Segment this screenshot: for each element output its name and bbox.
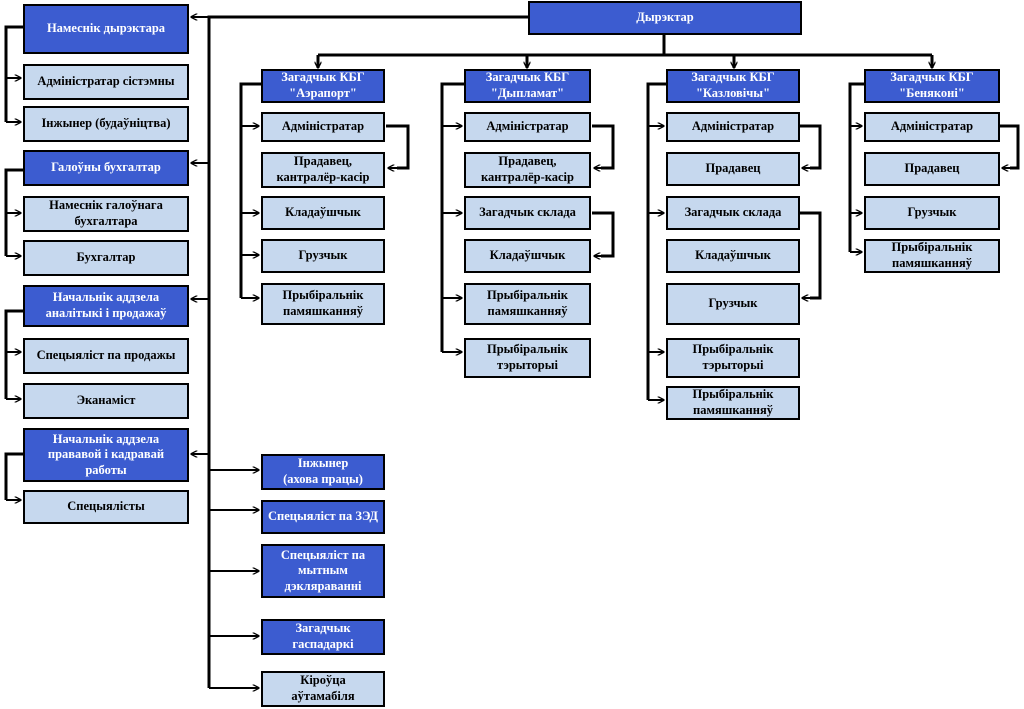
branch-staff-box: Кладаўшчык <box>464 239 591 273</box>
director-label: Дырэктар <box>636 10 694 25</box>
box-label: Кладаўшчык <box>285 205 361 220</box>
branch-head-label: Загадчык КБГ "Беняконі" <box>890 70 974 100</box>
accounting-subordinate-box: Бухгалтар <box>23 240 189 276</box>
legal-head-box: Начальнік аддзела прававой і кадравай ра… <box>23 428 189 482</box>
box-label: Кладаўшчык <box>695 248 771 263</box>
specialist-box: Спецыяліст па мытным дэкляраванні <box>261 544 385 598</box>
branch-staff-box: Прадавец, кантралёр-касір <box>464 152 591 188</box>
box-label: Прадавец <box>904 161 960 176</box>
branch-staff-box: Прыбіральнік тэрыторыі <box>464 338 591 378</box>
analytics-subordinate-box: Эканаміст <box>23 383 189 419</box>
box-label: Прыбіральнік памяшканняў <box>282 288 364 318</box>
box-label: Прадавец, кантралёр-касір <box>276 154 370 184</box>
chief-accountant-label: Галоўны бухгалтар <box>51 160 161 175</box>
box-label: Загадчык гаспадаркі <box>292 621 354 651</box>
box-label: Адміністратар <box>486 119 569 134</box>
director-box: Дырэктар <box>528 1 802 35</box>
branch-staff-box: Прыбіральнік памяшканняў <box>666 386 800 420</box>
branch-staff-box: Грузчык <box>864 196 1000 230</box>
box-label: Прыбіральнік тэрыторыі <box>487 342 568 372</box>
box-label: Загадчык склада <box>479 205 576 220</box>
box-label: Кладаўшчык <box>489 248 566 263</box>
chief-accountant-box: Галоўны бухгалтар <box>23 150 189 186</box>
deputy-director-label: Намеснік дырэктара <box>46 21 166 36</box>
box-label: Адміністратар <box>691 119 775 134</box>
specialist-box: Кіроўца аўтамабіля <box>261 671 385 707</box>
box-label: Спецыяліст па продажы <box>36 348 176 363</box>
branch-staff-box: Адміністратар <box>261 112 385 142</box>
branch-staff-box: Прыбіральнік памяшканняў <box>261 283 385 325</box>
box-label: Прадавец <box>705 161 761 176</box>
box-label: Эканаміст <box>76 393 136 408</box>
box-label: Адміністратар <box>281 119 365 134</box>
branch-staff-box: Кладаўшчык <box>261 196 385 230</box>
analytics-subordinate-box: Спецыяліст па продажы <box>23 338 189 374</box>
box-label: Грузчык <box>298 248 348 263</box>
box-label: Намеснік галоўнага бухгалтара <box>49 198 163 228</box>
box-label: Спецыяліст па ЗЭД <box>267 509 378 524</box>
branch-head-label: Загадчык КБГ "Дыпламат" <box>485 70 570 100</box>
branch-staff-box: Прадавец <box>864 152 1000 186</box>
deputy-director-box: Намеснік дырэктара <box>23 4 189 54</box>
deputy-subordinate-box: Адміністратар сістэмны <box>23 64 189 100</box>
legal-subordinate-box: Спецыялісты <box>23 490 189 524</box>
branch-staff-box: Прадавец <box>666 152 800 186</box>
branch-staff-box: Прыбіральнік памяшканняў <box>864 239 1000 273</box>
branch-staff-box: Адміністратар <box>666 112 800 142</box>
accounting-subordinate-box: Намеснік галоўнага бухгалтара <box>23 196 189 232</box>
specialist-box: Спецыяліст па ЗЭД <box>261 500 385 534</box>
box-label: Інжынер (ахова працы) <box>283 456 363 486</box>
branch-head-box: Загадчык КБГ "Аэрапорт" <box>261 69 385 103</box>
box-label: Прыбіральнік памяшканняў <box>692 387 774 417</box>
box-label: Кіроўца аўтамабіля <box>291 673 355 703</box>
branch-staff-box: Загадчык склада <box>666 196 800 230</box>
analytics-head-label: Начальнік аддзела аналітыкі і продажаў <box>45 290 167 320</box>
box-label: Прадавец, кантралёр-касір <box>481 154 574 184</box>
box-label: Спецыялісты <box>67 499 145 514</box>
branch-staff-box: Адміністратар <box>464 112 591 142</box>
box-label: Грузчык <box>708 296 758 311</box>
box-label: Спецыяліст па мытным дэкляраванні <box>280 547 366 593</box>
specialist-box: Інжынер (ахова працы) <box>261 454 385 490</box>
specialist-box: Загадчык гаспадаркі <box>261 619 385 655</box>
branch-head-label: Загадчык КБГ "Казловічы" <box>691 70 775 100</box>
deputy-subordinate-box: Інжынер (будаўніцтва) <box>23 106 189 142</box>
branch-head-label: Загадчык КБГ "Аэрапорт" <box>281 70 365 100</box>
branch-staff-box: Прадавец, кантралёр-касір <box>261 152 385 188</box>
box-label: Адміністратар сістэмны <box>37 74 175 89</box>
box-label: Грузчык <box>907 205 957 220</box>
branch-staff-box: Прыбіральнік тэрыторыі <box>666 338 800 378</box>
box-label: Адміністратар <box>890 119 974 134</box>
branch-head-box: Загадчык КБГ "Казловічы" <box>666 69 800 103</box>
branch-head-box: Загадчык КБГ "Дыпламат" <box>464 69 591 103</box>
analytics-head-box: Начальнік аддзела аналітыкі і продажаў <box>23 285 189 327</box>
branch-staff-box: Грузчык <box>261 239 385 273</box>
branch-staff-box: Прыбіральнік памяшканняў <box>464 283 591 325</box>
branch-staff-box: Кладаўшчык <box>666 239 800 273</box>
box-label: Бухгалтар <box>76 250 136 265</box>
legal-head-label: Начальнік аддзела прававой і кадравай ра… <box>47 431 165 477</box>
branch-staff-box: Загадчык склада <box>464 196 591 230</box>
box-label: Прыбіральнік памяшканняў <box>487 288 568 318</box>
branch-staff-box: Адміністратар <box>864 112 1000 142</box>
box-label: Прыбіральнік тэрыторыі <box>692 342 774 372</box>
branch-head-box: Загадчык КБГ "Беняконі" <box>864 69 1000 103</box>
box-label: Загадчык склада <box>684 205 782 220</box>
box-label: Прыбіральнік памяшканняў <box>891 240 973 270</box>
box-label: Інжынер (будаўніцтва) <box>41 116 171 131</box>
branch-staff-box: Грузчык <box>666 283 800 325</box>
